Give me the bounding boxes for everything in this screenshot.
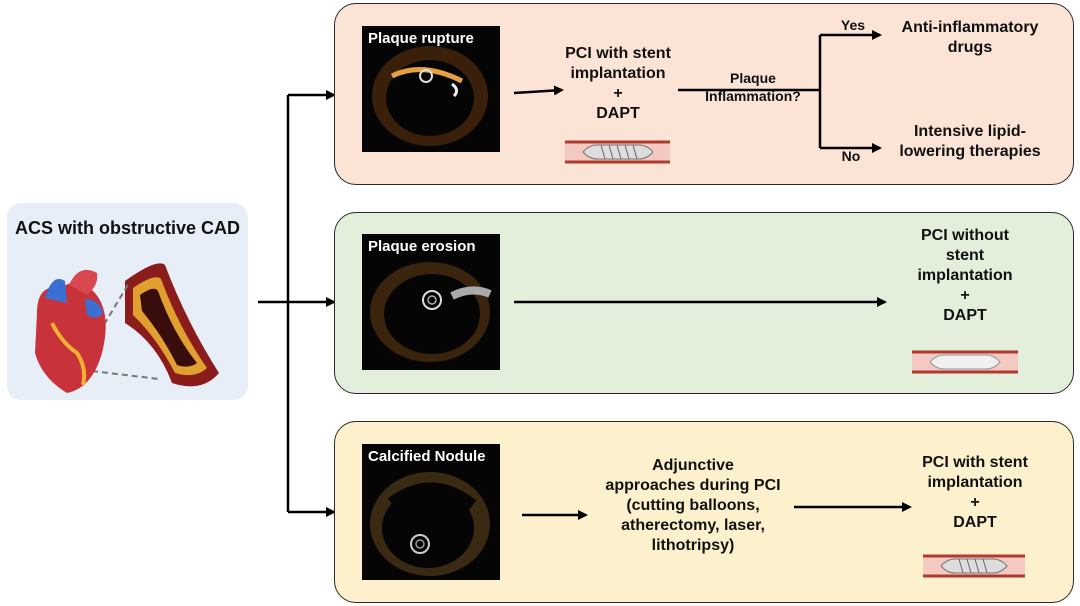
rupture-treatment: PCI with stent implantation + DAPT: [548, 44, 688, 124]
no-outcome-line-2: lowering therapies: [899, 143, 1041, 160]
rupture-treatment-line-4: DAPT: [596, 105, 640, 122]
no-outcome-line-1: Intensive lipid-: [913, 123, 1026, 140]
plaque-rupture-oct-image: Plaque rupture: [362, 26, 500, 152]
rupture-treatment-line-1: PCI with stent: [565, 45, 671, 62]
nodule-treatment-line-3: +: [970, 494, 980, 511]
adjunct-line-5: lithotripsy): [651, 537, 735, 554]
inflammation-question: Plaque Inflammation?: [690, 70, 816, 105]
yes-outcome-line-1: Anti-inflammatory: [901, 19, 1039, 36]
erosion-stent-icon: [912, 350, 1018, 374]
no-label: No: [841, 148, 861, 164]
nodule-treatment-line-4: DAPT: [953, 514, 997, 531]
yes-outcome: Anti-inflammatory drugs: [880, 18, 1060, 58]
nodule-treatment: PCI with stent implantation + DAPT: [905, 453, 1045, 533]
erosion-treatment-line-2: stent: [945, 247, 985, 264]
adjunct-approaches: Adjunctive approaches during PCI (cuttin…: [598, 456, 788, 556]
nodule-stent-icon: [923, 554, 1025, 578]
heart-artery-illustration: [35, 263, 219, 393]
yes-label: Yes: [840, 17, 866, 33]
acs-box: ACS with obstructive CAD: [7, 203, 248, 400]
no-outcome: Intensive lipid- lowering therapies: [880, 122, 1060, 162]
rupture-treatment-line-2: implantation: [570, 65, 666, 82]
erosion-treatment-line-3: implantation: [917, 267, 1013, 284]
question-line-1: Plaque: [730, 70, 776, 86]
yes-outcome-line-2: drugs: [947, 39, 993, 56]
calcified-nodule-oct-image: Calcified Nodule: [362, 444, 500, 580]
erosion-treatment-line-4: +: [960, 287, 970, 304]
acs-title: ACS with obstructive CAD: [14, 218, 241, 238]
adjunct-line-1: Adjunctive: [652, 457, 734, 474]
adjunct-line-4: atherectomy, laser,: [621, 517, 765, 534]
rupture-stent-icon: [565, 140, 670, 164]
plaque-erosion-oct-image: Plaque erosion: [362, 234, 500, 370]
nodule-treatment-line-1: PCI with stent: [922, 454, 1028, 471]
erosion-treatment-line-5: DAPT: [943, 307, 987, 324]
nodule-treatment-line-2: implantation: [927, 474, 1023, 491]
plaque-erosion-label: Plaque erosion: [368, 238, 476, 255]
question-line-2: Inflammation?: [705, 87, 801, 104]
erosion-treatment: PCI without stent implantation + DAPT: [900, 226, 1030, 326]
adjunct-line-2: approaches during PCI: [605, 477, 781, 494]
plaque-rupture-label: Plaque rupture: [368, 30, 474, 47]
rupture-treatment-line-3: +: [613, 85, 623, 102]
adjunct-line-3: (cutting balloons,: [626, 497, 760, 514]
erosion-treatment-line-1: PCI without: [921, 227, 1009, 244]
calcified-nodule-label: Calcified Nodule: [368, 448, 486, 465]
